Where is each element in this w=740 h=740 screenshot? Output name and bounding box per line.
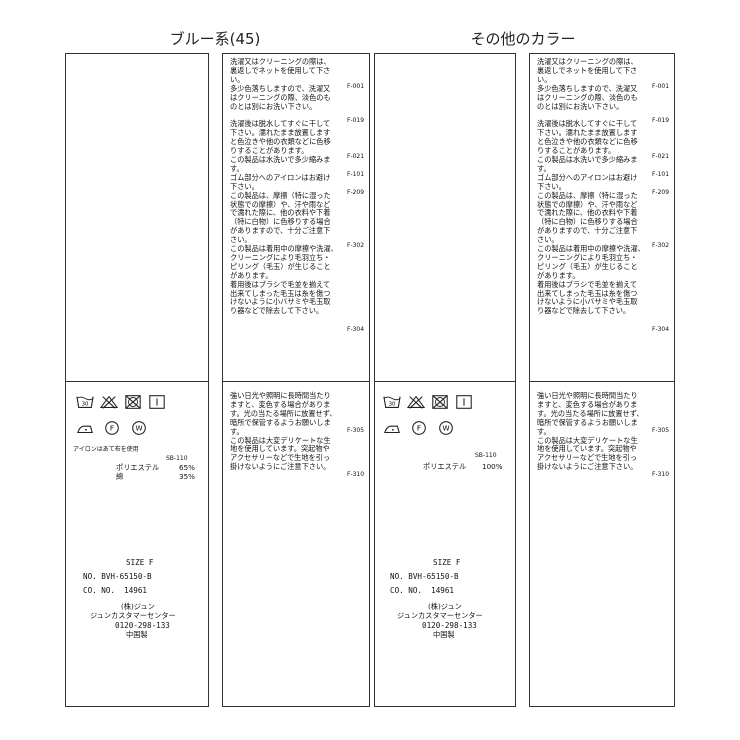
line-dry-icon xyxy=(456,395,472,409)
care-code: F-304 xyxy=(652,326,670,333)
title-other: その他のカラー xyxy=(470,30,576,48)
wet-clean-w-icon: W xyxy=(439,421,453,435)
svg-text:30: 30 xyxy=(82,402,89,408)
origin: 中国製 xyxy=(433,630,455,639)
care-text-upper: 洗濯又はクリーニングの際は、 裏返しでネットを使用して下さ い。 多少色落ちしま… xyxy=(537,57,645,316)
composition-percent-1: 100% xyxy=(482,462,503,471)
care-icons-row-2: F W xyxy=(76,420,148,436)
product-no: NO. BVH-65150-B xyxy=(83,572,152,581)
dry-clean-f-icon: F xyxy=(412,421,426,435)
title-blue: ブルー系(45) xyxy=(169,30,261,48)
size: SIZE F xyxy=(126,558,154,567)
wet-clean-w-icon: W xyxy=(132,421,146,435)
divider xyxy=(530,381,674,382)
svg-text:W: W xyxy=(442,424,449,433)
customer-center: ジュンカスタマーセンター xyxy=(90,611,176,620)
label-blue-main: 30 F W アイロンはあて布を使用 SB-110 ポリエス xyxy=(65,53,209,707)
care-code: F-209 xyxy=(347,189,365,196)
sb-code: SB-110 xyxy=(166,455,188,462)
svg-text:W: W xyxy=(135,424,142,433)
composition-material-1: ポリエステル xyxy=(423,462,467,471)
care-icons-row-1: 30 xyxy=(383,394,473,410)
care-code: F-001 xyxy=(347,83,365,90)
line-dry-icon xyxy=(149,395,165,409)
care-code: F-101 xyxy=(652,171,670,178)
care-icons-row-1: 30 xyxy=(76,394,166,410)
care-code: F-209 xyxy=(652,189,670,196)
company: (株)ジュン xyxy=(121,602,155,611)
wash-30-icon: 30 xyxy=(76,396,94,408)
divider xyxy=(66,381,208,382)
care-text-lower: 強い日光や照明に長時間当たり ますと、変色する場合がありま す。光の当たる場所に… xyxy=(537,391,644,472)
wash-30-icon: 30 xyxy=(383,396,401,408)
care-code: F-101 xyxy=(347,171,365,178)
care-icons-row-2: F W xyxy=(383,420,455,436)
care-code: F-021 xyxy=(347,153,365,160)
customer-center: ジュンカスタマーセンター xyxy=(397,611,483,620)
composition-material-1: ポリエステル xyxy=(116,463,160,472)
company: (株)ジュン xyxy=(428,602,462,611)
phone: 0120-298-133 xyxy=(422,621,477,630)
dry-clean-f-icon: F xyxy=(105,421,119,435)
composition-material-2: 綿 xyxy=(116,472,124,481)
svg-text:30: 30 xyxy=(389,402,396,408)
composition-percent-2: 35% xyxy=(179,472,195,481)
label-other-care: 洗濯又はクリーニングの際は、 裏返しでネットを使用して下さ い。 多少色落ちしま… xyxy=(529,53,675,707)
care-code: F-019 xyxy=(652,117,670,124)
divider xyxy=(223,381,369,382)
divider xyxy=(375,381,515,382)
care-code: F-310 xyxy=(347,471,365,478)
co-no: CO. NO. 14961 xyxy=(83,586,148,595)
size: SIZE F xyxy=(433,558,461,567)
no-tumble-dry-icon xyxy=(432,395,448,409)
care-text-upper: 洗濯又はクリーニングの際は、 裏返しでネットを使用して下さ い。 多少色落ちしま… xyxy=(230,57,338,316)
care-code: F-302 xyxy=(652,242,670,249)
iron-low-icon xyxy=(77,425,93,434)
care-code: F-305 xyxy=(347,427,365,434)
label-blue-care: 洗濯又はクリーニングの際は、 裏返しでネットを使用して下さ い。 多少色落ちしま… xyxy=(222,53,370,707)
product-no: NO. BVH-65150-B xyxy=(390,572,459,581)
no-tumble-dry-icon xyxy=(125,395,141,409)
care-code: F-304 xyxy=(347,326,365,333)
iron-low-icon xyxy=(384,425,400,434)
care-code: F-310 xyxy=(652,471,670,478)
care-code: F-302 xyxy=(347,242,365,249)
care-code: F-021 xyxy=(652,153,670,160)
origin: 中国製 xyxy=(126,630,148,639)
svg-text:F: F xyxy=(417,424,421,433)
care-code: F-001 xyxy=(652,83,670,90)
composition-percent-1: 65% xyxy=(179,463,195,472)
iron-note: アイロンはあて布を使用 xyxy=(73,446,139,453)
svg-text:F: F xyxy=(110,424,114,433)
co-no: CO. NO. 14961 xyxy=(390,586,455,595)
phone: 0120-298-133 xyxy=(115,621,170,630)
care-code: F-305 xyxy=(652,427,670,434)
sb-code: SB-110 xyxy=(475,452,497,459)
no-bleach-icon xyxy=(100,395,118,409)
label-other-main: 30 F W SB-110 ポリエステル 100% S xyxy=(374,53,516,707)
no-bleach-icon xyxy=(407,395,425,409)
care-text-lower: 強い日光や照明に長時間当たり ますと、変色する場合がありま す。光の当たる場所に… xyxy=(230,391,337,472)
care-code: F-019 xyxy=(347,117,365,124)
